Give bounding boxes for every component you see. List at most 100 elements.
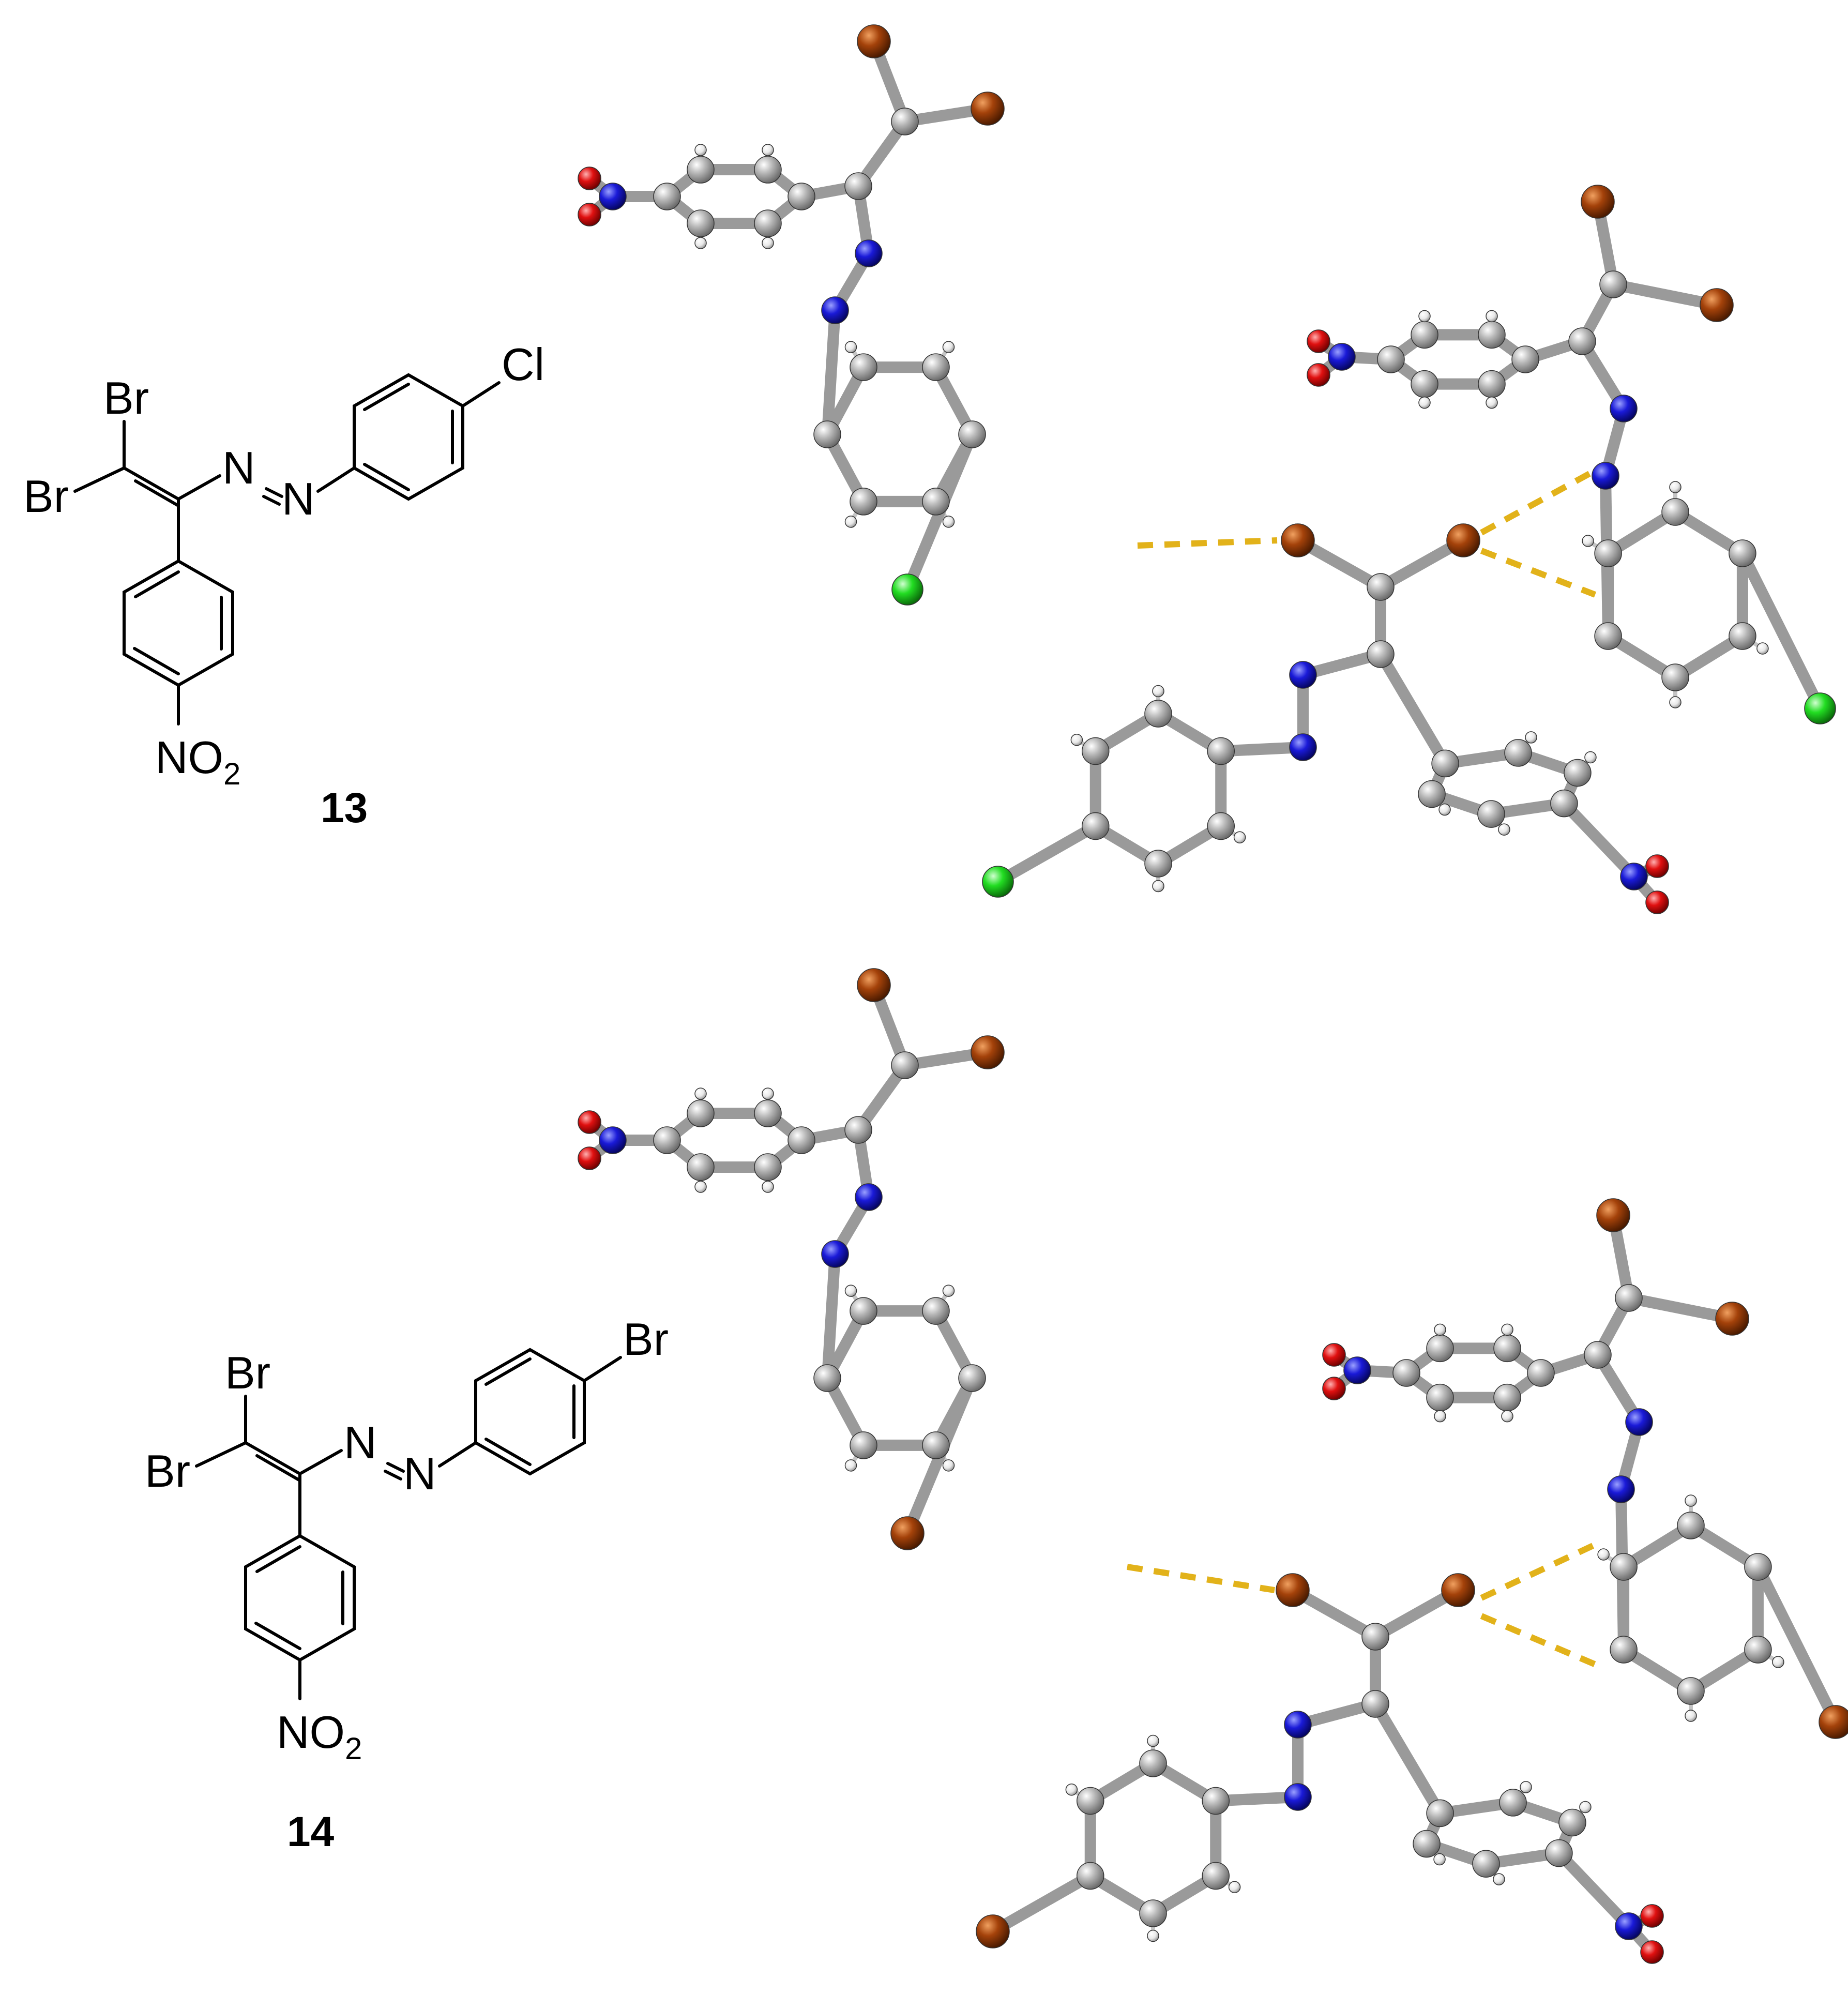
carbon-atom bbox=[1599, 270, 1627, 298]
carbon-atom bbox=[1478, 321, 1506, 349]
hydrogen-atom bbox=[1597, 1548, 1610, 1561]
carbon-atom bbox=[1361, 1690, 1389, 1718]
nitrogen-atom bbox=[821, 1240, 849, 1268]
hydrogen-atom bbox=[1433, 1853, 1446, 1866]
bromine-atom bbox=[857, 24, 891, 58]
carbon-atom bbox=[687, 156, 715, 184]
bond-set bbox=[992, 535, 1663, 908]
crystal-packing-14 bbox=[578, 968, 1848, 1964]
atom-label-n: N bbox=[282, 473, 315, 524]
nitrogen-atom bbox=[1284, 1783, 1312, 1811]
carbon-atom bbox=[1493, 1383, 1521, 1412]
stick-bond bbox=[1375, 648, 1451, 769]
carbon-atom bbox=[1564, 759, 1592, 787]
compound-number-13: 13 bbox=[321, 784, 368, 832]
bromine-atom bbox=[1446, 523, 1480, 557]
carbon-atom bbox=[922, 353, 950, 381]
carbon-atom bbox=[1411, 370, 1438, 398]
hydrogen-atom bbox=[1501, 1410, 1513, 1423]
carbon-atom bbox=[850, 1297, 877, 1325]
carbon-atom bbox=[1594, 539, 1622, 567]
hydrogen-atom bbox=[942, 1285, 955, 1297]
chlorine-atom bbox=[1804, 692, 1836, 724]
carbon-atom bbox=[1744, 1553, 1772, 1581]
compound-number-14: 14 bbox=[287, 1808, 335, 1855]
halogen-bond-contact bbox=[1127, 1564, 1275, 1593]
bond-set bbox=[987, 1584, 1658, 1958]
atom-set bbox=[578, 24, 1005, 606]
structure-13-bonds bbox=[73, 373, 501, 726]
stick-bond bbox=[822, 1248, 841, 1384]
bromine-atom bbox=[1700, 288, 1734, 322]
hydrogen-atom bbox=[1498, 823, 1510, 836]
hydrogen-atom bbox=[1152, 880, 1164, 893]
carbon-atom bbox=[891, 108, 919, 135]
halogen-bond-contact bbox=[1480, 548, 1597, 598]
carbon-atom bbox=[1511, 345, 1539, 373]
hydrogen-atom bbox=[844, 1285, 857, 1297]
bromine-atom bbox=[976, 1914, 1010, 1948]
carbon-atom bbox=[1527, 1359, 1555, 1387]
hydrogen-atom bbox=[694, 144, 707, 156]
atom-label-nitro: NO2 bbox=[277, 1706, 362, 1766]
carbon-atom bbox=[1413, 1830, 1441, 1858]
carbon-atom bbox=[958, 1364, 986, 1392]
carbon-atom bbox=[653, 183, 681, 210]
oxygen-atom bbox=[578, 203, 601, 226]
carbon-atom bbox=[1677, 1677, 1705, 1705]
stick-bond bbox=[1623, 1292, 1738, 1324]
oxygen-atom bbox=[1322, 1377, 1346, 1400]
hydrogen-atom bbox=[1434, 1410, 1446, 1423]
carbon-atom bbox=[1392, 1359, 1420, 1387]
bromine-atom bbox=[890, 1516, 925, 1550]
nitrogen-atom bbox=[855, 239, 883, 267]
atom-label-nitro: NO2 bbox=[155, 732, 240, 791]
carbon-atom bbox=[1545, 1839, 1573, 1867]
oxygen-atom bbox=[1645, 854, 1669, 878]
carbon-atom bbox=[844, 1116, 872, 1144]
oxygen-atom bbox=[578, 167, 601, 190]
bromine-atom bbox=[857, 968, 891, 1002]
carbon-atom bbox=[787, 1126, 815, 1154]
hydrogen-atom bbox=[1582, 535, 1594, 547]
nitrogen-atom bbox=[1620, 863, 1648, 890]
carbon-atom bbox=[1477, 800, 1505, 828]
hydrogen-atom bbox=[1228, 1881, 1241, 1893]
hydrogen-atom bbox=[762, 1181, 774, 1193]
carbon-atom bbox=[1744, 1636, 1772, 1664]
stick-bond bbox=[992, 820, 1101, 887]
hydrogen-atom bbox=[1756, 642, 1769, 655]
carbon-atom bbox=[1139, 1749, 1167, 1777]
carbon-atom bbox=[1478, 370, 1506, 398]
hydrogen-atom bbox=[1584, 751, 1597, 764]
nitrogen-atom bbox=[1625, 1408, 1653, 1436]
carbon-atom bbox=[1418, 780, 1446, 808]
carbon-atom bbox=[1550, 789, 1578, 818]
hydrogen-atom bbox=[1493, 1873, 1505, 1885]
structure-13: Br Br N N Cl NO2 13 bbox=[23, 339, 544, 832]
carbon-atom bbox=[1568, 327, 1596, 355]
atom-label-n: N bbox=[222, 442, 255, 493]
stick-bond bbox=[1736, 548, 1826, 714]
carbon-atom bbox=[844, 172, 872, 200]
nitrogen-atom bbox=[1610, 395, 1638, 422]
hydrogen-atom bbox=[844, 516, 857, 528]
hydrogen-atom bbox=[1486, 396, 1498, 409]
chlorine-atom bbox=[891, 573, 923, 606]
carbon-atom bbox=[1504, 739, 1532, 767]
carbon-atom bbox=[1594, 622, 1622, 650]
carbon-atom bbox=[754, 1099, 782, 1127]
nitrogen-atom bbox=[855, 1183, 883, 1211]
hydrogen-atom bbox=[1501, 1323, 1513, 1336]
oxygen-atom bbox=[1640, 1940, 1664, 1964]
stick-bond bbox=[1553, 1847, 1634, 1932]
oxygen-atom bbox=[1307, 363, 1330, 387]
crystal-packing-13 bbox=[578, 24, 1836, 914]
hydrogen-atom bbox=[1685, 1710, 1697, 1722]
carbon-atom bbox=[1426, 1799, 1454, 1827]
stick-bond bbox=[1370, 1698, 1446, 1819]
hydrogen-atom bbox=[1772, 1656, 1784, 1668]
nitrogen-atom bbox=[1289, 661, 1317, 689]
carbon-atom bbox=[1661, 663, 1689, 691]
nitrogen-atom bbox=[1284, 1711, 1312, 1739]
